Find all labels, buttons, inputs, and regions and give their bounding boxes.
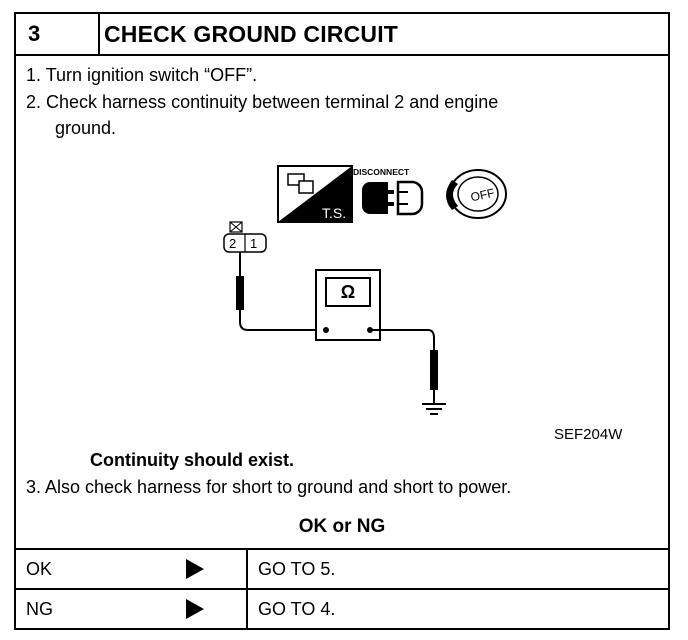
instruction-2: 2. Check harness continuity between term… <box>26 92 499 112</box>
ohm-symbol: Ω <box>341 282 355 302</box>
ts-label: T.S. <box>322 205 346 221</box>
inspection-step-box: 3 CHECK GROUND CIRCUIT 1. Turn ignition … <box>14 12 670 630</box>
terminal-1-label: 1 <box>250 236 257 251</box>
result-row-ng: NG GO TO 4. <box>16 588 668 628</box>
result-row-ok: OK GO TO 5. <box>16 548 668 588</box>
ignition-key-off-icon: OFF <box>446 169 507 219</box>
continuity-diagram: T.S. DISCONNECT OFF 2 1 <box>223 165 507 415</box>
result-action-ok: GO TO 5. <box>258 559 336 579</box>
harness-connector-ts-icon: T.S. <box>277 165 353 223</box>
result-label-ok: OK <box>26 559 53 579</box>
ohmmeter-icon: Ω <box>315 269 381 341</box>
figure-code: SEF204W <box>554 426 623 443</box>
result-action-ng: GO TO 4. <box>258 599 336 619</box>
ok-ng-heading: OK or NG <box>298 516 386 537</box>
instruction-2-cont: ground. <box>55 118 117 138</box>
instruction-1: 1. Turn ignition switch “OFF”. <box>26 65 258 85</box>
step-header: 3 CHECK GROUND CIRCUIT <box>16 14 668 56</box>
step-title: CHECK GROUND CIRCUIT <box>104 21 399 47</box>
off-label: OFF <box>469 186 495 205</box>
harness-connector: 2 1 <box>223 221 267 253</box>
probe-lead-right <box>370 329 438 404</box>
arrow-right-icon <box>186 599 204 619</box>
step-number: 3 <box>16 14 100 54</box>
arrow-right-icon <box>186 559 204 579</box>
terminal-2-label: 2 <box>229 236 236 251</box>
instruction-3: 3. Also check harness for short to groun… <box>26 477 512 497</box>
continuity-note: Continuity should exist. <box>90 450 295 470</box>
ground-icon <box>422 403 446 415</box>
disconnect-icon: DISCONNECT <box>353 167 424 216</box>
probe-lead-left <box>236 252 324 331</box>
disconnect-label: DISCONNECT <box>353 167 410 177</box>
result-label-ng: NG <box>26 599 53 619</box>
